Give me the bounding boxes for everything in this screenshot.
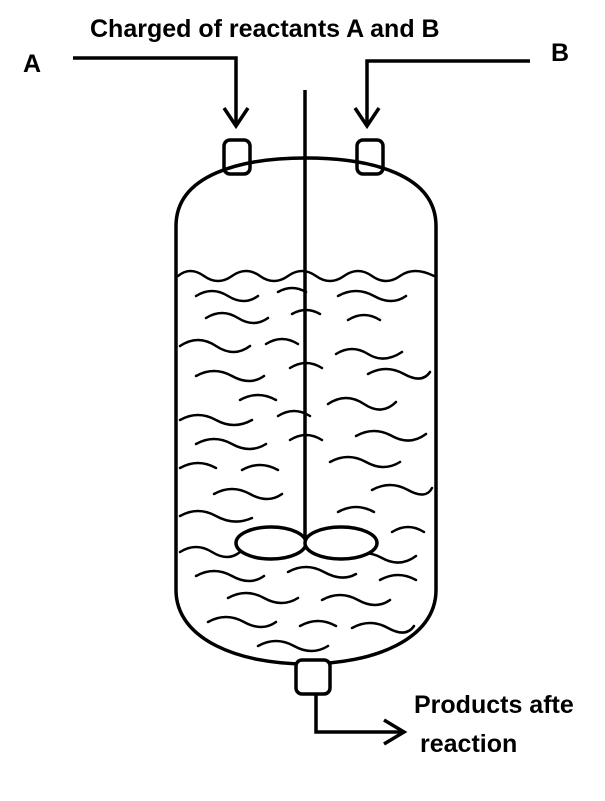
impeller [236,527,377,559]
inlet-b-nozzle [357,140,383,174]
liquid-contents [178,271,434,651]
impeller-blade-right [305,527,377,559]
liquid-surface [178,271,434,281]
inlet-b-feed-line [355,61,530,126]
outlet-label-line1: Products afte [414,691,574,719]
inlet-b-label: B [551,39,570,67]
inlet-a-label: A [23,50,42,78]
feed-title-label: Charged of reactants A and B [90,15,440,43]
outlet-label-line2: reaction [420,730,518,758]
outlet-nozzle [296,660,330,694]
impeller-blade-left [236,527,306,559]
inlet-a-feed-line [73,58,248,126]
outlet-line [316,694,404,744]
reactor-vessel [176,158,436,664]
